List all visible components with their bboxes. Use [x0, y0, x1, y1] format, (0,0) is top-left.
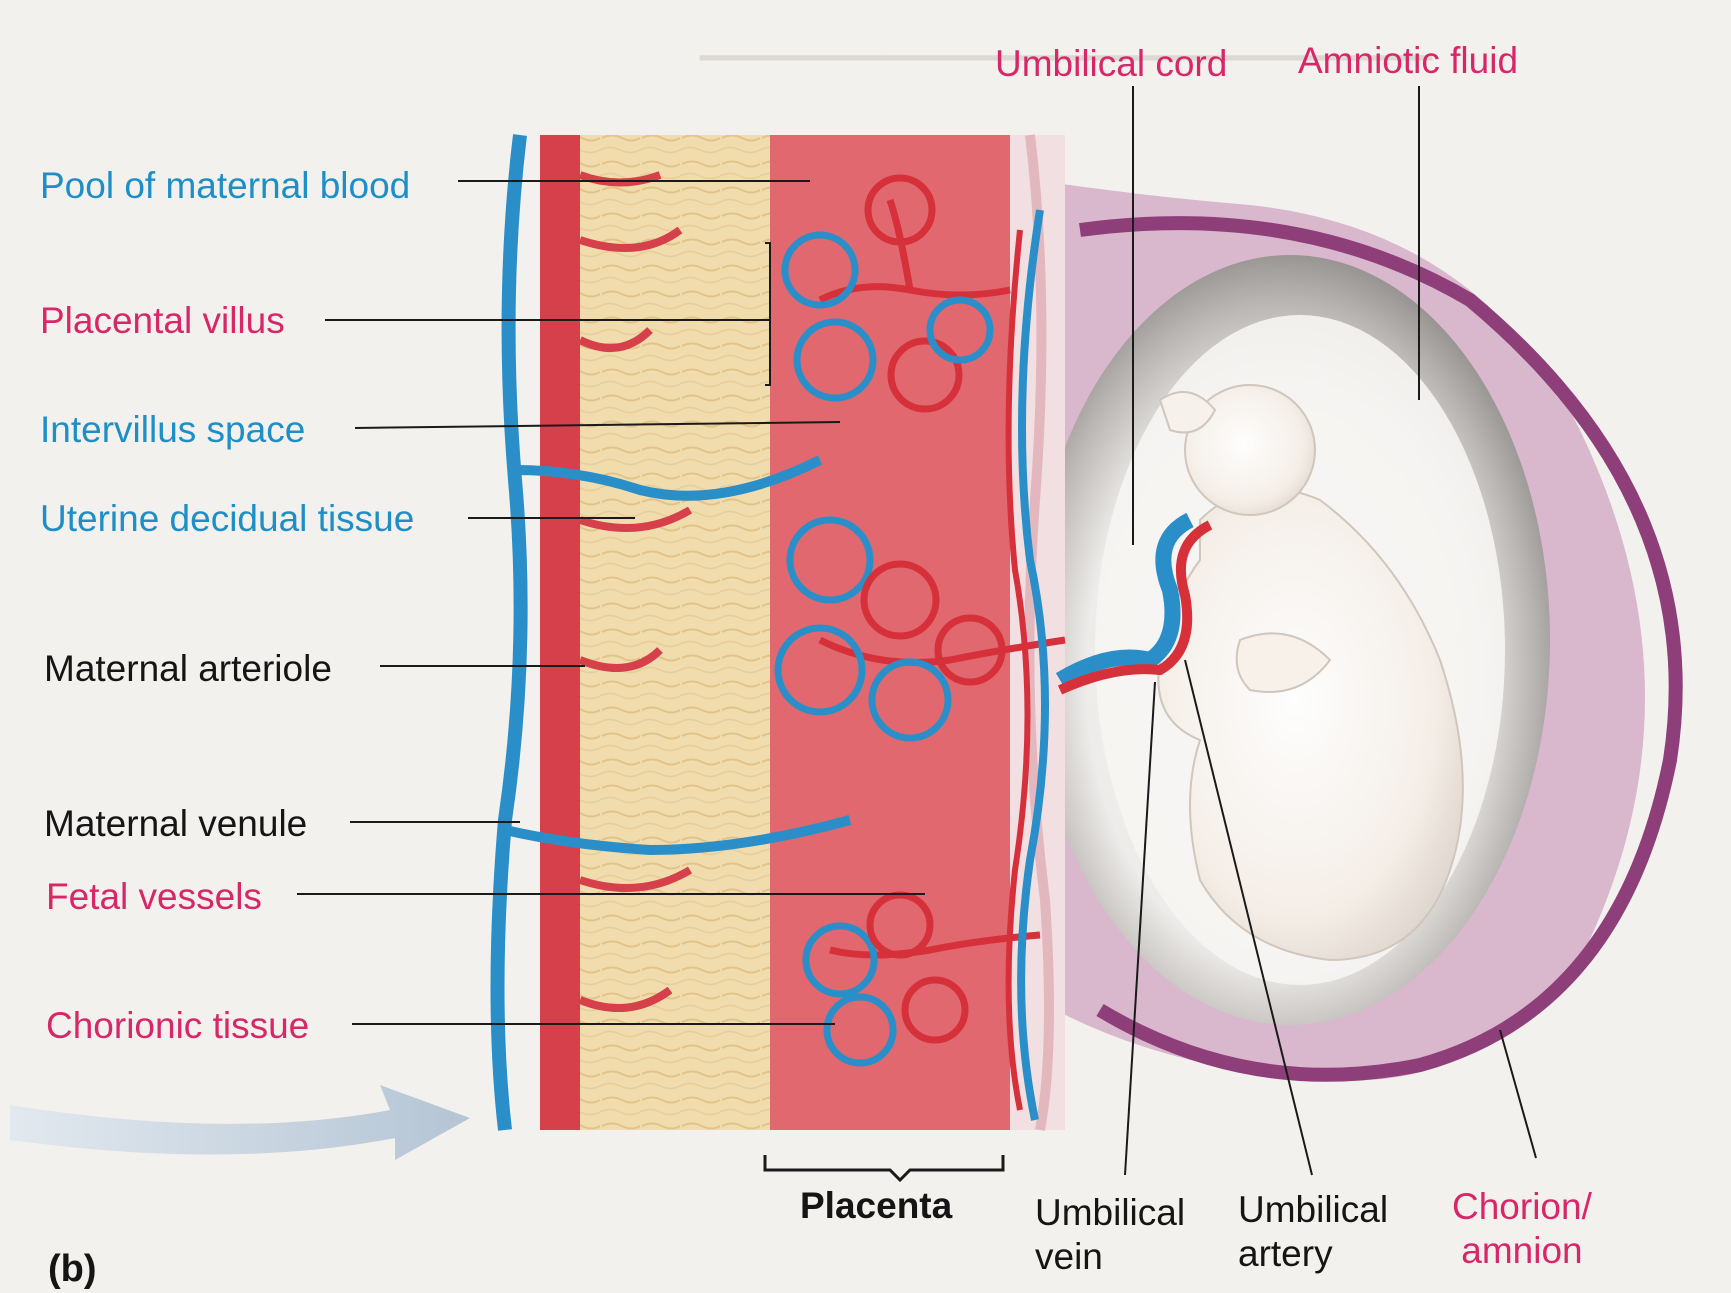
label-chorion-amnion: Chorion/ amnion — [1452, 1185, 1592, 1274]
label-uterine-decidual-tissue: Uterine decidual tissue — [40, 500, 414, 537]
label-intervillus-space: Intervillus space — [40, 411, 305, 448]
label-maternal-arteriole: Maternal arteriole — [44, 650, 332, 687]
umbilical-artery-line1: Umbilical — [1238, 1188, 1388, 1232]
label-maternal-venule: Maternal venule — [44, 805, 307, 842]
umbilical-vein-line1: Umbilical — [1035, 1191, 1185, 1235]
background-arrow — [10, 1085, 470, 1160]
label-umbilical-cord: Umbilical cord — [995, 45, 1227, 82]
placenta-brace — [765, 1155, 1003, 1180]
label-pool-of-maternal-blood: Pool of maternal blood — [40, 167, 410, 204]
label-fetal-vessels: Fetal vessels — [46, 878, 262, 915]
label-umbilical-artery: Umbilical artery — [1238, 1188, 1388, 1277]
maternal-vein-trunk — [498, 135, 521, 1130]
umbilical-vein-line2: vein — [1035, 1235, 1185, 1279]
label-umbilical-vein: Umbilical vein — [1035, 1191, 1185, 1280]
label-placenta: Placenta — [800, 1187, 952, 1224]
label-chorionic-tissue: Chorionic tissue — [46, 1007, 309, 1044]
label-placental-villus: Placental villus — [40, 302, 285, 339]
panel-id: (b) — [48, 1250, 97, 1288]
chorion-line2: amnion — [1452, 1229, 1592, 1273]
umbilical-artery-line2: artery — [1238, 1232, 1388, 1276]
label-amniotic-fluid: Amniotic fluid — [1298, 42, 1518, 79]
chorion-line1: Chorion/ — [1452, 1185, 1592, 1229]
